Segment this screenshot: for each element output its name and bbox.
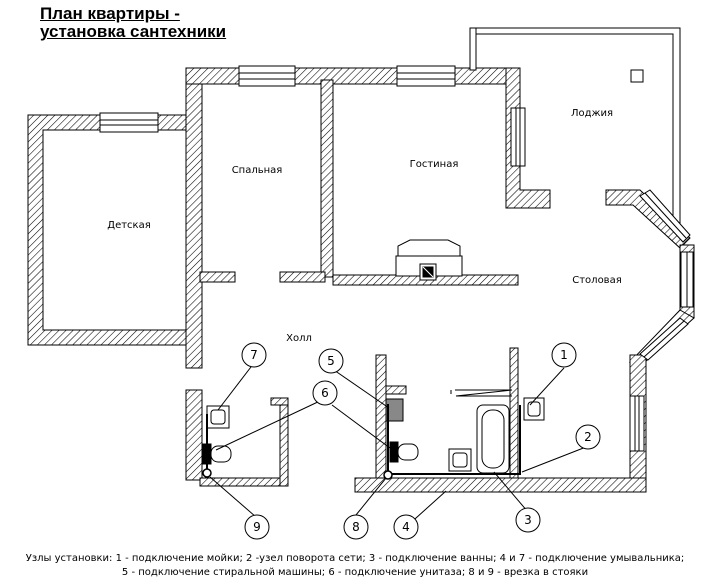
- wall-gostinaya-right: [505, 67, 551, 209]
- marker-6-label: 6: [321, 386, 329, 400]
- marker-5-label: 5: [327, 354, 335, 368]
- sofa-icon: [395, 239, 463, 281]
- window-spalnaya: [238, 65, 296, 87]
- wall-wc-left-top: [270, 397, 289, 406]
- window-gostinaya: [396, 65, 456, 87]
- marker-9: 9: [244, 514, 270, 540]
- room-label-spalnaya: Спальная: [232, 165, 283, 176]
- marker-3-label: 3: [524, 513, 532, 527]
- marker-5: 5: [318, 348, 344, 374]
- room-labels: Детская Спальная Гостиная Лоджия Столова…: [107, 108, 621, 344]
- room-label-holl: Холл: [286, 333, 312, 344]
- wall-detskaya-spalnaya: [185, 67, 203, 369]
- room-label-detskaya: Детская: [107, 220, 150, 231]
- wall-spalnaya-bottom-left: [199, 271, 236, 283]
- window-stolovaya-bay-diag: [639, 189, 691, 243]
- washing-machine-icon: [385, 398, 404, 422]
- sink-icon: [448, 448, 472, 472]
- fixtures: [202, 69, 644, 474]
- marker-2: 2: [575, 424, 601, 450]
- kitchen-sink-icon: [523, 397, 545, 421]
- wall-bath-inner: [385, 385, 407, 395]
- window-lodzhiya-top: [469, 27, 477, 71]
- window-stolovaya-bay-side: [680, 251, 694, 308]
- towel-rail-icon: [450, 389, 513, 397]
- walls: [27, 27, 695, 493]
- wall-bath-left: [375, 354, 387, 479]
- marker-9-label: 9: [253, 520, 261, 534]
- toilet-icon: [389, 441, 419, 463]
- marker-1: 1: [551, 342, 577, 368]
- marker-7: 7: [241, 342, 267, 368]
- window-detskaya: [99, 112, 159, 133]
- room-label-stolovaya: Столовая: [572, 275, 621, 286]
- marker-4: 4: [393, 514, 419, 540]
- wall-spalnaya-gostinaya: [320, 79, 334, 278]
- room-label-gostinaya: Гостиная: [410, 159, 459, 170]
- riser-right: [383, 470, 393, 480]
- window-stolovaya-bay-low: [639, 317, 689, 361]
- marker-7-label: 7: [250, 348, 258, 362]
- wall-spalnaya-bottom-right: [279, 271, 326, 283]
- pipes: [202, 404, 521, 480]
- marker-4-label: 4: [402, 520, 410, 534]
- wall-bottom-right: [354, 477, 647, 493]
- window-stolovaya: [629, 395, 645, 452]
- wall-bath-right: [509, 347, 519, 479]
- pipe-bottom: [388, 405, 521, 475]
- leader-lines: [209, 362, 587, 528]
- marker-6: 6: [312, 380, 338, 406]
- marker-8: 8: [343, 514, 369, 540]
- marker-1-label: 1: [560, 348, 568, 362]
- marker-2-label: 2: [584, 430, 592, 444]
- bathtub-icon: [476, 404, 510, 474]
- legend-line1: Узлы установки: 1 - подключение мойки; 2…: [25, 553, 685, 564]
- wall-wc-left-right: [279, 397, 289, 487]
- marker-3: 3: [515, 507, 541, 533]
- markers: 1 2 3 4 5 6 7 8: [241, 342, 601, 540]
- marker-8-label: 8: [352, 520, 360, 534]
- riser-left: [202, 468, 212, 478]
- plan-title-line1: План квартиры -: [40, 4, 180, 23]
- washbasin-icon: [206, 405, 230, 429]
- wall-holl-left-lower: [185, 389, 203, 481]
- window-gostinaya-side: [510, 107, 526, 167]
- lodzhiya-post-icon: [630, 69, 644, 83]
- room-label-lodzhiya: Лоджия: [571, 108, 613, 119]
- plan-title-line2: установка сантехники: [40, 22, 227, 41]
- legend-line2: 5 - подключение стиральной машины; 6 - п…: [121, 567, 589, 578]
- windows: [99, 65, 694, 452]
